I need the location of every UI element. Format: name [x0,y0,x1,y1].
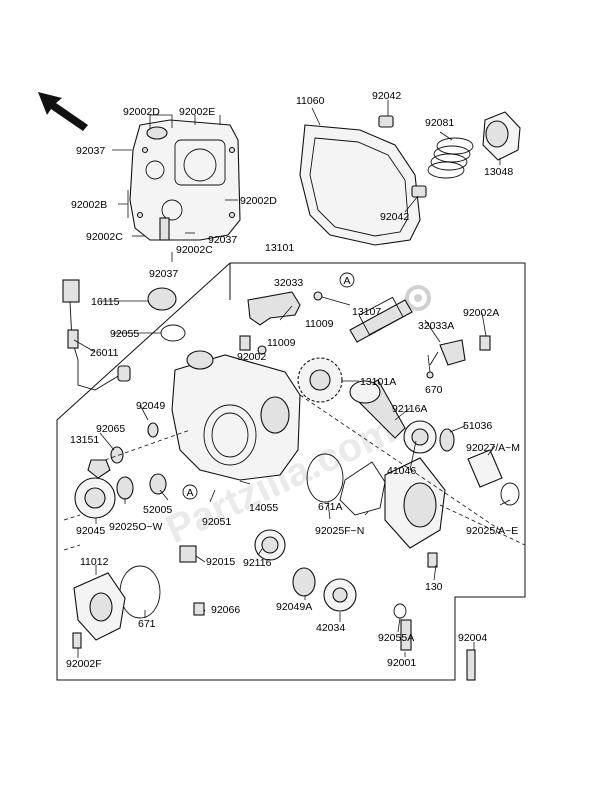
part-label-13107: 13107 [352,306,381,318]
part-label-92081: 92081 [425,117,454,129]
part-label-13101A: 13101A [360,376,396,388]
gasket-part [299,124,421,246]
o-ring-icon [160,324,186,342]
part-label-92055: 92055 [110,328,139,340]
pinion-shaft-part [349,379,406,439]
part-label-42034: 42034 [316,622,345,634]
part-label-92002E: 92002E [179,106,215,118]
housing-gasket-part [339,461,386,516]
spacer-part [467,449,503,488]
part-label-26011: 26011 [90,347,119,359]
coupling-part [323,578,357,612]
part-label-92002C: 92002C [176,244,213,256]
front-direction-arrow-icon [38,92,88,131]
part-label-41046: 41046 [387,465,416,477]
part-label-51036: 51036 [463,420,492,432]
part-label-92025A-E: 92025/A~E [466,525,518,537]
part-label-671: 671 [138,618,156,630]
part-label-92004: 92004 [458,632,487,644]
watermark-gear-icon [405,285,431,311]
part-label-92037: 92037 [149,268,178,280]
part-label-92025F-N: 92025F~N [315,525,364,537]
part-label-92002D: 92002D [240,195,277,207]
part-label-11009: 11009 [305,318,334,330]
part-label-92037: 92037 [208,234,237,246]
cover-bolt-icon [159,217,170,241]
part-label-32033A: 32033A [418,320,454,332]
part-label-13048: 13048 [484,166,513,178]
output-shaft-part [349,296,413,343]
part-label-16115: 16115 [91,296,120,308]
washer-icon [257,291,434,379]
assembly-guide-lines [63,394,526,551]
part-label-11009: 11009 [267,337,296,349]
part-label-11012: 11012 [80,556,109,568]
svg-text:A: A [343,275,350,287]
cap-part [147,287,177,311]
pinion-housing-part [384,457,446,549]
shift-fork-part [429,339,466,366]
part-label-13101: 13101 [265,242,294,254]
cover-part [129,119,241,241]
part-label-52005: 52005 [143,504,172,516]
part-label-92002B: 92002B [71,199,107,211]
part-label-92116A: 92116A [392,403,427,415]
assembly-frame [56,262,526,681]
part-label-130: 130 [425,581,443,593]
gear-case-housing-part [171,350,301,481]
bolt-icon [239,335,491,681]
bearing-part [74,420,437,561]
sensor-connector-part [62,279,131,391]
part-label-92025O-W: 92025O~W [109,521,162,533]
part-label-92049: 92049 [136,400,165,412]
part-label-92001: 92001 [387,657,416,669]
shift-lever-part [247,291,301,326]
part-label-92065: 92065 [96,423,125,435]
part-label-13151: 13151 [70,434,99,446]
part-label-92002F: 92002F [66,658,102,670]
part-label-92015: 92015 [206,556,235,568]
part-label-92002D: 92002D [123,106,160,118]
part-label-671A: 671A [318,501,343,513]
part-label-14055: 14055 [249,502,278,514]
part-label-92027: 92027/A~M [466,442,520,454]
breather-plug-part [87,459,205,616]
clutch-bearing-part [482,111,521,161]
oil-seal-icon [110,422,520,619]
part-label-92042: 92042 [372,90,401,102]
part-labels: 92002D 92002E 92037 92002B 92002D 92002C… [66,90,520,670]
part-label-92002: 92002 [237,351,266,363]
svg-text:A: A [186,487,193,499]
end-cover-part [72,572,126,649]
part-label-92066: 92066 [211,604,240,616]
part-label-92045: 92045 [76,525,105,537]
ring-gear-part [297,357,343,403]
part-label-92116: 92116 [243,557,272,569]
dowel-pin-icon [378,115,427,198]
part-label-92002A: 92002A [463,307,499,319]
part-label-92055A: 92055A [378,632,414,644]
part-label-92002C: 92002C [86,231,123,243]
part-label-92042: 92042 [380,211,409,223]
leader-lines [73,100,511,658]
part-label-92049A: 92049A [276,601,312,613]
part-label-92037: 92037 [76,145,105,157]
callout-marker-icon: A A [182,272,355,500]
part-label-11060: 11060 [296,95,325,107]
spring-part [427,137,474,179]
part-label-92051: 92051 [202,516,231,528]
part-label-670: 670 [425,384,443,396]
part-label-32033: 32033 [274,277,303,289]
